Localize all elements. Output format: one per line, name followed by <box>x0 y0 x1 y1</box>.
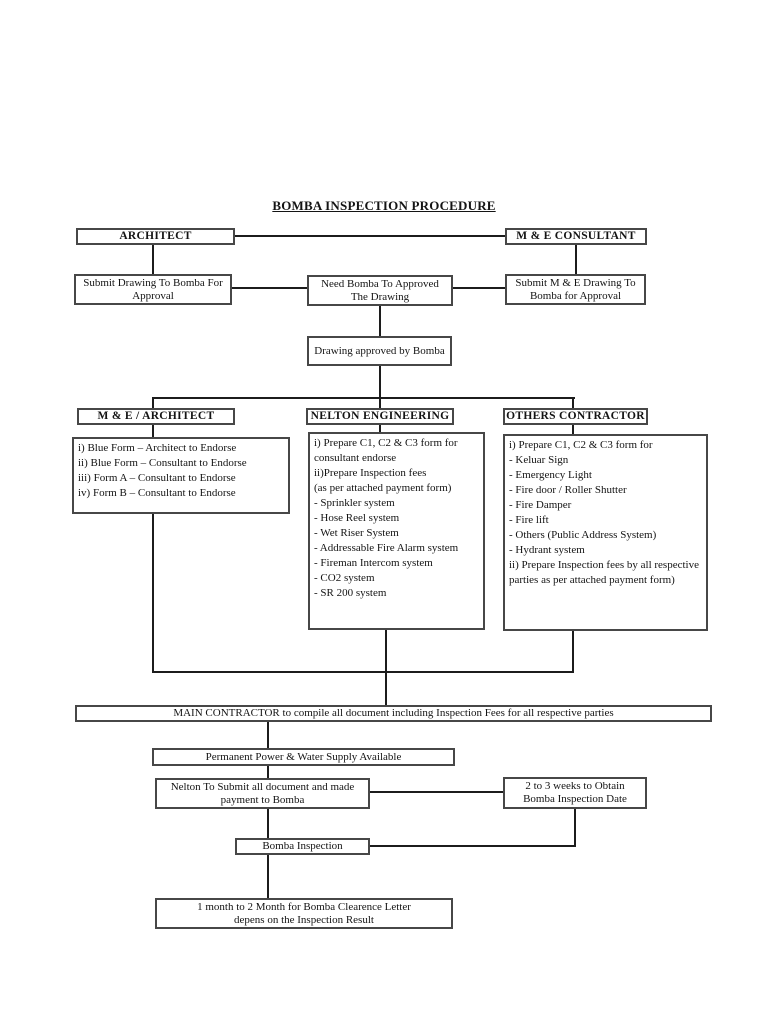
text-line: - Fire Damper <box>509 499 572 511</box>
connector-architect-down <box>152 245 154 274</box>
node-drawing-approved-label: Drawing approved by Bomba <box>314 344 445 357</box>
text-line: Need Bomba To Approved <box>321 277 439 290</box>
text-line: Submit Drawing To Bomba For <box>83 276 223 289</box>
text-line: Submit M & E Drawing To <box>515 276 636 289</box>
connector-mainbar-power <box>267 721 269 748</box>
text-line: i) Prepare C1, C2 & C3 form for <box>509 439 653 451</box>
node-main-contractor: MAIN CONTRACTOR to compile all document … <box>75 705 712 722</box>
connector-branch-mid-down <box>379 397 381 408</box>
connector-left-detail-down <box>152 513 154 673</box>
text-line: ii)Prepare Inspection fees <box>314 467 427 479</box>
text-line: i) Blue Form – Architect to Endorse <box>78 442 237 454</box>
text-line: - Hose Reel system <box>314 512 400 524</box>
text-line: Bomba for Approval <box>529 289 622 302</box>
connector-weeks-inspection <box>369 845 576 847</box>
text-line: consultant endorse <box>314 452 397 464</box>
connector-others-detail <box>572 424 574 434</box>
connector-branch-left-down <box>152 397 154 408</box>
text-line: - Keluar Sign <box>509 454 569 466</box>
text-line: ii) Blue Form – Consultant to Endorse <box>78 457 247 469</box>
connector-mid-detail-down <box>385 629 387 705</box>
text-line: payment to Bomba <box>220 793 305 806</box>
text-line: - SR 200 system <box>314 587 387 599</box>
node-bomba-inspection-label: Bomba Inspection <box>262 840 343 852</box>
node-bomba-inspection: Bomba Inspection <box>235 838 370 855</box>
node-me-architect-tasks: i) Blue Form – Architect to Endorse ii) B… <box>72 437 290 514</box>
node-clearance-letter: 1 month to 2 Month for Bomba Clearence L… <box>155 898 453 929</box>
node-architect-label: ARCHITECT <box>119 230 192 242</box>
node-architect: ARCHITECT <box>76 228 235 245</box>
text-line: 2 to 3 weeks to Obtain <box>525 780 625 792</box>
connector-needbomba-submitme <box>452 287 505 289</box>
connector-approved-down <box>379 365 381 398</box>
connector-right-detail-down <box>572 630 574 673</box>
text-line: i) Prepare C1, C2 & C3 form for <box>314 437 458 449</box>
text-line: 1 month to 2 Month for Bomba Clearence L… <box>197 900 411 913</box>
page-title: BOMBA INSPECTION PROCEDURE <box>272 198 496 213</box>
connector-branch-horizontal <box>152 397 575 399</box>
text-line: - Addressable Fire Alarm system <box>314 542 459 554</box>
node-me-consultant-label: M & E CONSULTANT <box>516 230 636 242</box>
node-others-contractor: OTHERS CONTRACTOR <box>503 408 648 425</box>
connector-neltonsubmit-weeks <box>369 791 503 793</box>
node-nelton-engineering-label: NELTON ENGINEERING <box>310 410 450 422</box>
connector-power-neltonsubmit <box>267 765 269 778</box>
text-line: - Fireman Intercom system <box>314 557 433 569</box>
node-nelton-engineering: NELTON ENGINEERING <box>306 408 454 425</box>
connector-mearchitect-detail <box>152 424 154 437</box>
text-line: - Wet Riser System <box>314 527 399 539</box>
text-line: - Fire lift <box>509 514 549 526</box>
text-line: parties as per attached payment form) <box>509 574 675 586</box>
text-line: - Fire door / Roller Shutter <box>509 484 627 496</box>
connector-nelton-detail <box>379 424 381 432</box>
text-line: Approval <box>132 289 174 302</box>
text-line: Bomba Inspection Date <box>523 793 627 805</box>
connector-submitdrawing-needbomba <box>231 287 307 289</box>
text-line: - Emergency Light <box>509 469 592 481</box>
node-me-architect: M & E / ARCHITECT <box>77 408 235 425</box>
connector-collector-horizontal <box>152 671 574 673</box>
connector-consultant-down <box>575 245 577 274</box>
connector-needbomba-down <box>379 305 381 336</box>
text-line: - Others (Public Address System) <box>509 529 657 541</box>
node-nelton-tasks: i) Prepare C1, C2 & C3 form for consultan… <box>308 432 485 630</box>
node-permanent-power-label: Permanent Power & Water Supply Available <box>205 750 402 763</box>
text-line: - Sprinkler system <box>314 497 395 509</box>
node-others-contractor-label: OTHERS CONTRACTOR <box>506 410 645 422</box>
connector-inspection-clearance <box>267 854 269 898</box>
node-me-architect-label: M & E / ARCHITECT <box>97 410 215 422</box>
text-line: depens on the Inspection Result <box>234 913 374 926</box>
node-me-consultant: M & E CONSULTANT <box>505 228 647 245</box>
connector-weeks-down <box>574 808 576 847</box>
connector-branch-right-down <box>572 397 574 408</box>
text-line: iv) Form B – Consultant to Endorse <box>78 487 236 499</box>
connector-architect-consultant <box>234 235 505 237</box>
text-line: (as per attached payment form) <box>314 482 452 494</box>
node-others-tasks: i) Prepare C1, C2 & C3 form for - Keluar … <box>503 434 708 631</box>
node-permanent-power: Permanent Power & Water Supply Available <box>152 748 455 766</box>
connector-neltonsubmit-inspection <box>267 808 269 838</box>
text-line: - CO2 system <box>314 572 375 584</box>
node-main-contractor-label: MAIN CONTRACTOR to compile all document … <box>173 707 614 719</box>
text-line: iii) Form A – Consultant to Endorse <box>78 472 236 484</box>
text-line: - Hydrant system <box>509 544 585 556</box>
text-line: ii) Prepare Inspection fees by all respe… <box>509 559 699 571</box>
node-drawing-approved: Drawing approved by Bomba <box>307 336 452 366</box>
text-line: The Drawing <box>350 290 410 303</box>
text-line: Nelton To Submit all document and made <box>170 780 355 793</box>
